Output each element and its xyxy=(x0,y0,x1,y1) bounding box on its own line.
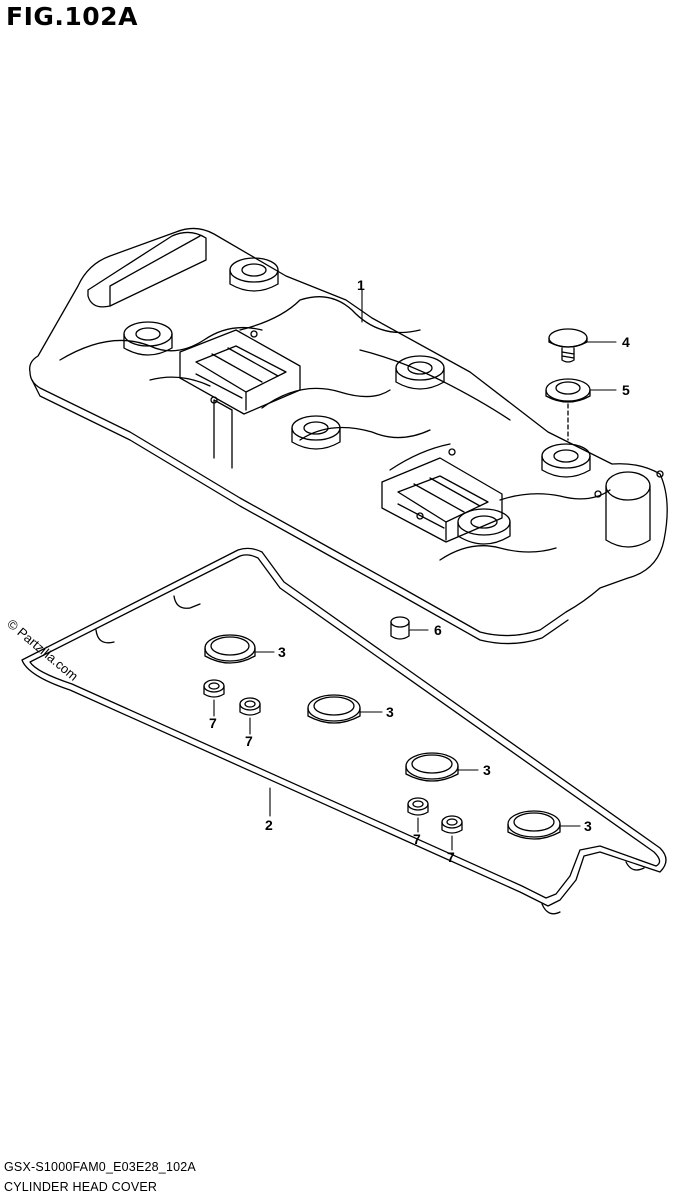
callout-3d: 3 xyxy=(584,818,592,834)
diagram-code: GSX-S1000FAM0_E03E28_102A xyxy=(4,1160,196,1174)
cylinder-head-cover[interactable] xyxy=(29,227,668,645)
callout-7b: 7 xyxy=(245,733,253,749)
cover-gasket[interactable] xyxy=(21,547,667,915)
cover-bosses xyxy=(123,257,651,548)
callout-1: 1 xyxy=(357,277,365,293)
diagram-caption: CYLINDER HEAD COVER xyxy=(4,1180,158,1194)
dowel-pin[interactable] xyxy=(390,616,410,640)
callout-7c: 7 xyxy=(413,831,421,847)
leader-lines xyxy=(213,289,617,851)
callout-4: 4 xyxy=(622,334,630,350)
callout-3b: 3 xyxy=(386,704,394,720)
callout-6: 6 xyxy=(434,622,442,638)
bolt-washer[interactable] xyxy=(545,378,591,403)
plug-hole-seals[interactable] xyxy=(204,634,561,840)
callout-2: 2 xyxy=(265,817,273,833)
callout-5: 5 xyxy=(622,382,630,398)
callout-3a: 3 xyxy=(278,644,286,660)
figure-title: FIG.102A xyxy=(6,2,138,31)
callout-7d: 7 xyxy=(447,849,455,865)
small-seals[interactable] xyxy=(203,679,463,834)
cover-bolt[interactable] xyxy=(548,328,588,363)
callout-7a: 7 xyxy=(209,715,217,731)
callout-3c: 3 xyxy=(483,762,491,778)
